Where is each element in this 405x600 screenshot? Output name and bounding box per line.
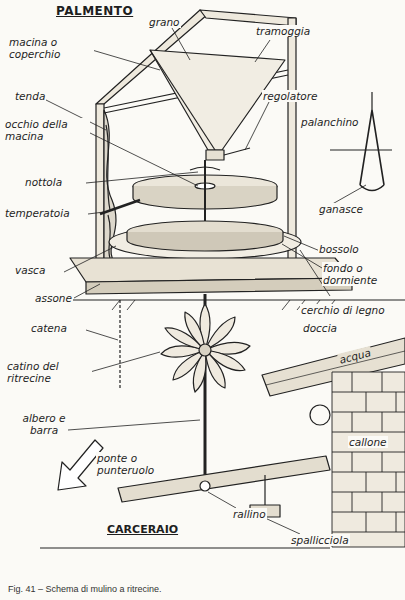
ground-line: [60, 299, 405, 300]
support-post: [264, 475, 265, 505]
part-label: fondo o dormiente: [322, 262, 398, 286]
part-label: tenda: [14, 90, 46, 102]
figure-caption: Fig. 41 – Schema di mulino a ritrecine.: [8, 584, 162, 594]
part-label: assone: [34, 292, 73, 304]
leader-lines: [46, 28, 366, 534]
floor-line: [40, 547, 330, 548]
part-label: regolatore: [262, 90, 319, 102]
part-label: temperatoia: [4, 207, 71, 219]
part-label: ganasce: [318, 203, 364, 215]
bed-stone-side: [127, 232, 283, 251]
bearing: [200, 481, 210, 491]
bracket-beam: [330, 149, 392, 150]
part-label: spallicciola: [290, 534, 350, 546]
hopper-edge: [150, 50, 215, 150]
part-label: albero e barra: [20, 412, 68, 436]
part-label: callone: [348, 436, 388, 448]
part-label: cerchio di legno: [300, 304, 386, 316]
part-label: macina o coperchio: [8, 36, 94, 60]
floor-slab-edge: [86, 278, 352, 294]
part-label: CARCERAIO: [106, 524, 179, 537]
right-post: [288, 18, 296, 264]
part-label: doccia: [302, 322, 338, 334]
water-wheel: [161, 304, 250, 392]
curtain-fold: [106, 125, 110, 258]
sluice-ring: [310, 405, 330, 425]
top-beam: [200, 10, 296, 26]
rotation-arrow: [190, 167, 220, 170]
part-label: ponte o punteruolo: [96, 452, 172, 476]
part-label: nottola: [24, 176, 63, 188]
part-label: vasca: [14, 264, 46, 276]
part-label: tramoggia: [255, 25, 311, 37]
hopper-spout: [206, 150, 224, 160]
part-label: occhio della macina: [4, 118, 90, 142]
part-label: catena: [30, 322, 68, 334]
part-label: palanchino: [300, 116, 360, 128]
rope: [371, 92, 372, 110]
part-label: grano: [148, 16, 181, 28]
regulator-rod: [224, 148, 250, 155]
part-label: bossolo: [318, 243, 360, 255]
brick-wall: [332, 372, 405, 547]
chain: [119, 300, 120, 390]
section-title: PALMENTO: [55, 4, 134, 18]
part-label: rallino: [232, 508, 267, 520]
part-label: catino del ritrecine: [6, 360, 92, 384]
tempering-lever: [100, 200, 140, 214]
